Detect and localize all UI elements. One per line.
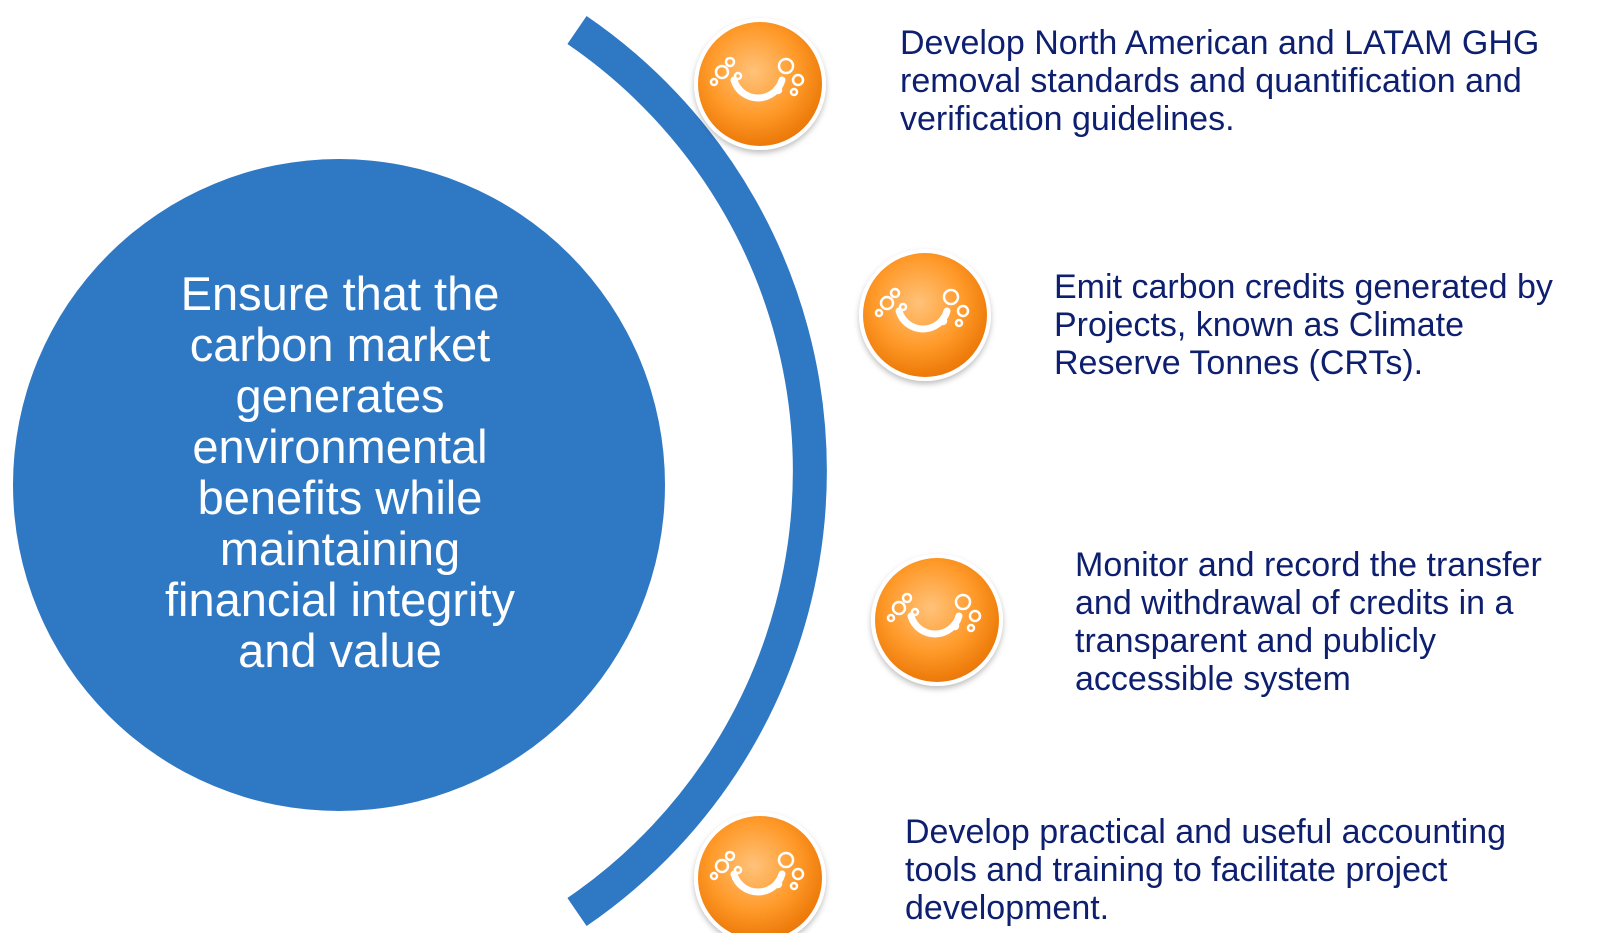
item-line: tools and training to facilitate project bbox=[905, 851, 1448, 889]
item-line: removal standards and quantification and bbox=[900, 62, 1522, 100]
node-bubble bbox=[898, 302, 908, 312]
item-line: and withdrawal of credits in a bbox=[1075, 584, 1514, 622]
orange-circle-icon bbox=[694, 812, 826, 933]
node-bubble bbox=[789, 87, 799, 97]
node-bubble bbox=[733, 865, 743, 875]
node-bubble bbox=[791, 867, 805, 881]
node-disc bbox=[698, 22, 822, 146]
node-bubble bbox=[874, 308, 884, 318]
node-bubble bbox=[968, 609, 982, 623]
node-bubble bbox=[733, 71, 743, 81]
item-text-monitor: Monitor and record the transfer and with… bbox=[1075, 546, 1542, 698]
node-bubble bbox=[889, 287, 901, 299]
item-line: transparent and publicly bbox=[1075, 622, 1437, 660]
node-bubble bbox=[938, 316, 948, 326]
orange-circle-icon bbox=[694, 18, 826, 150]
item-line: Develop North American and LATAM GHG bbox=[900, 24, 1540, 62]
center-line: environmental bbox=[192, 420, 488, 473]
node-bubble bbox=[709, 77, 719, 87]
node-bubble bbox=[954, 318, 964, 328]
center-line: benefits while bbox=[197, 471, 483, 524]
connector-arc bbox=[567, 15, 827, 927]
node-bubble bbox=[950, 621, 960, 631]
item-line: verification guidelines. bbox=[900, 100, 1235, 138]
node-bubble bbox=[773, 85, 783, 95]
main-circle bbox=[13, 159, 665, 811]
orange-circle-icon bbox=[871, 554, 1003, 686]
node-bubble bbox=[901, 592, 913, 604]
item-line: Reserve Tonnes (CRTs). bbox=[1054, 344, 1424, 382]
node-bubble bbox=[910, 607, 920, 617]
node-bubble bbox=[791, 73, 805, 87]
center-line: and value bbox=[238, 624, 442, 677]
node-bubble bbox=[714, 858, 730, 874]
item-line: development. bbox=[905, 889, 1110, 927]
node-bubble bbox=[724, 56, 736, 68]
center-line: generates bbox=[235, 369, 445, 422]
center-statement: Ensure that the carbon market generates … bbox=[120, 268, 560, 676]
node-bubble bbox=[773, 879, 783, 889]
node-bubble bbox=[709, 871, 719, 881]
node-disc bbox=[875, 558, 999, 682]
item-line: Develop practical and useful accounting bbox=[905, 813, 1507, 851]
node-disc bbox=[698, 816, 822, 933]
node-bubble bbox=[789, 881, 799, 891]
orange-circle-icon bbox=[859, 249, 991, 381]
center-line: Ensure that the bbox=[180, 267, 500, 320]
node-bubble bbox=[724, 850, 736, 862]
node-bubble bbox=[891, 600, 907, 616]
item-text-credits: Emit carbon credits generated by Project… bbox=[1054, 268, 1553, 382]
node-disc bbox=[863, 253, 987, 377]
center-line: financial integrity bbox=[164, 573, 516, 626]
item-line: Projects, known as Climate bbox=[1054, 306, 1465, 344]
item-line: Emit carbon credits generated by bbox=[1054, 268, 1553, 306]
node-bubble bbox=[942, 288, 960, 306]
node-bubble bbox=[777, 57, 795, 75]
item-line: Monitor and record the transfer bbox=[1075, 546, 1542, 584]
item-text-standards: Develop North American and LATAM GHG rem… bbox=[900, 24, 1539, 138]
node-bubble bbox=[954, 593, 972, 611]
center-line: maintaining bbox=[219, 522, 461, 575]
node-bubble bbox=[886, 613, 896, 623]
node-bubble bbox=[777, 851, 795, 869]
item-text-tools: Develop practical and useful accounting … bbox=[905, 813, 1506, 927]
node-bubble bbox=[956, 304, 970, 318]
node-bubble bbox=[714, 64, 730, 80]
node-bubble bbox=[966, 623, 976, 633]
item-line: accessible system bbox=[1075, 660, 1351, 698]
node-bubble bbox=[879, 295, 895, 311]
center-line: carbon market bbox=[189, 318, 491, 371]
